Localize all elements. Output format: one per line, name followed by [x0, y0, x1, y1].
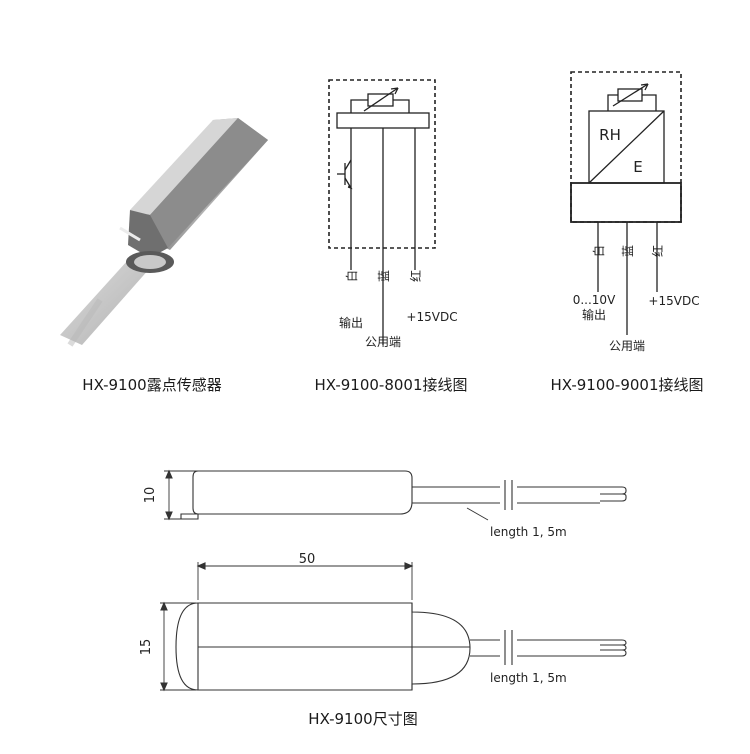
output-label-9001: 输出	[582, 307, 606, 322]
wire-color-blue-9001: 蓝	[621, 245, 635, 257]
wire-color-white-8001: 白	[344, 270, 359, 282]
supply-label-9001: +15VDC	[648, 294, 699, 308]
cable-length-note-side: length 1, 5m	[490, 525, 567, 539]
height-dimension: 10	[143, 487, 158, 504]
sensor-photo	[60, 118, 268, 347]
top-view	[160, 562, 627, 692]
housing-outline-8001	[328, 79, 436, 249]
wire-color-red-8001: 红	[408, 270, 423, 282]
supply-label-8001: +15VDC	[406, 310, 457, 324]
side-view	[164, 469, 627, 521]
terminal-block-9001	[570, 182, 682, 223]
common-label-9001: 公用端	[609, 339, 645, 353]
block-e-label: E	[633, 158, 642, 176]
wiring-9001-caption: HX-9100-9001接线图	[550, 376, 704, 394]
side-body	[192, 470, 413, 515]
block-rh-label: RH	[599, 126, 621, 144]
range-label-9001: 0...10V	[573, 293, 616, 307]
wiring-8001-caption: HX-9100-8001接线图	[314, 376, 468, 394]
converter-block	[588, 110, 665, 184]
wiring-9001	[570, 71, 682, 335]
width-dimension: 15	[139, 639, 154, 656]
cable-break-side	[504, 480, 513, 510]
side-foot	[180, 513, 199, 520]
wire-color-blue-8001: 蓝	[377, 270, 391, 282]
product-caption: HX-9100露点传感器	[82, 376, 222, 394]
dimension-caption: HX-9100尺寸图	[308, 710, 418, 728]
converter-diagonal	[588, 110, 665, 184]
length-dimension: 50	[299, 552, 316, 567]
cable-length-note-top: length 1, 5m	[490, 671, 567, 685]
cable-break-top	[504, 630, 513, 665]
wiring-8001	[328, 79, 436, 345]
wire-color-white-9001: 白	[591, 245, 606, 257]
output-label-8001: 输出	[339, 315, 363, 330]
top-body	[175, 602, 471, 691]
wire-color-red-9001: 红	[650, 245, 665, 257]
terminal-block-8001	[336, 112, 430, 129]
labels: 白 蓝 红 输出 公用端 +15VDC RH E 白 蓝 红 0...10V 输…	[139, 126, 700, 685]
common-label-8001: 公用端	[365, 335, 401, 349]
